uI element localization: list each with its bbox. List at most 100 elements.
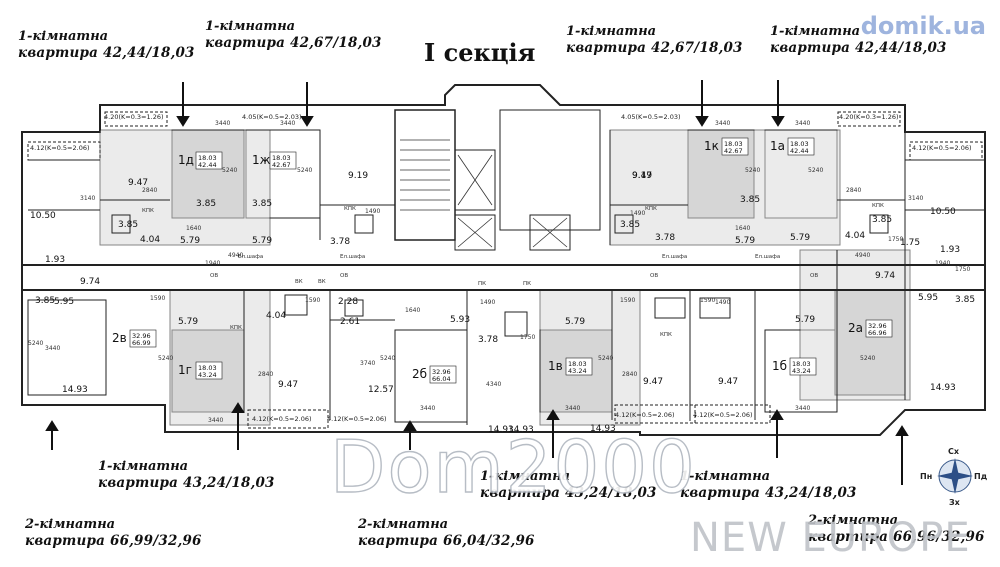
callout-area: квартира 42,67/18,03 xyxy=(205,35,382,51)
dimension-label: 3440 xyxy=(420,405,435,412)
room-area-value: 3.85 xyxy=(955,295,975,305)
apartment-code: 1г xyxy=(178,363,192,377)
dimension-label: 3140 xyxy=(908,195,923,202)
apartment-area-box xyxy=(269,151,297,170)
apartment-living-area: 18.03 xyxy=(792,360,811,368)
callout-type: 2-кімнатна xyxy=(808,513,899,528)
dimension-label: 5240 xyxy=(222,167,237,174)
fixture-label: ПК xyxy=(478,281,486,287)
dimension-label: 1590 xyxy=(700,297,715,304)
apartment-living-area: 18.03 xyxy=(790,140,809,148)
dimension-label: 1490 xyxy=(715,299,730,306)
room-area-value: 9.74 xyxy=(875,271,895,281)
compass-s: Зх xyxy=(949,498,961,507)
fixture-label: Ел.шафа xyxy=(340,254,365,260)
callout-arrow-head xyxy=(895,425,909,436)
room-area-value: 4.04 xyxy=(845,231,865,241)
fixture-label: ПК xyxy=(523,281,531,287)
apartment-living-area: 32.96 xyxy=(132,332,151,340)
room-area-value: 5.79 xyxy=(252,236,272,246)
fixture-label: Ел.шафа xyxy=(238,254,263,260)
room-area-value: 3.78 xyxy=(478,335,498,345)
dimension-label: 3440 xyxy=(795,120,810,127)
balcony-area-label: 4.12(K=0.5=2.06) xyxy=(693,411,753,419)
dimension-label: 5240 xyxy=(598,355,613,362)
dimension-label: 3140 xyxy=(80,195,95,202)
room-area-value: 9.47 xyxy=(718,377,738,387)
room-area-value: 9.74 xyxy=(80,277,100,287)
callout-area: квартира 42,67/18,03 xyxy=(566,40,743,56)
room-area-value: 1.75 xyxy=(900,238,920,248)
callout-type: 1-кімнатна xyxy=(18,29,109,44)
compass-w: Пн xyxy=(920,472,932,481)
brand-watermark: Dom2000 xyxy=(329,424,697,509)
site-watermark: domik.ua xyxy=(860,12,986,40)
apartment-total-area: 42.67 xyxy=(272,161,291,169)
fixture-label: Ел.шафа xyxy=(662,254,687,260)
room-area-value: 9.47 xyxy=(128,178,148,188)
elevator-3 xyxy=(529,214,571,251)
room-area-value: 4.04 xyxy=(140,235,160,245)
room-area-value: 14.93 xyxy=(590,424,616,434)
dimension-label: 3440 xyxy=(795,405,810,412)
fixture-label: КПК xyxy=(344,206,356,212)
room-area-value: 9.19 xyxy=(348,171,368,181)
apartment-total-area: 43.24 xyxy=(568,367,587,375)
dimension-label: 4940 xyxy=(855,252,870,259)
room-area-value: 3.78 xyxy=(655,233,675,243)
room-area-value: 12.57 xyxy=(368,385,394,395)
callout-arrow-head xyxy=(231,402,245,413)
dimension-label: 3740 xyxy=(360,360,375,367)
balcony-area-label: 4.12(K=0.5=2.06) xyxy=(912,144,972,152)
apartment-total-area: 66.96 xyxy=(868,329,887,337)
fixture-label: ВК xyxy=(318,279,326,285)
room-area-value: 2.61 xyxy=(340,317,360,327)
callout-arrow-head xyxy=(546,409,560,420)
balcony-mid-c xyxy=(689,404,771,424)
room-area-value: 2.28 xyxy=(338,297,358,307)
apartment-area-box xyxy=(195,361,223,380)
callout-type: 2-кімнатна xyxy=(25,517,116,532)
apartment-total-area: 43.24 xyxy=(792,367,811,375)
fixture-label: КПК xyxy=(142,208,154,214)
callout-arrow-head xyxy=(403,420,417,431)
room-area-value: 14.93 xyxy=(508,425,534,435)
apartment-code: 1в xyxy=(548,359,563,373)
room-area-value: 5.79 xyxy=(178,317,198,327)
agency-watermark: NEW EUROPE xyxy=(690,515,971,561)
balcony-mid-a xyxy=(247,409,329,429)
callout-arrow-head xyxy=(45,420,59,431)
apartment-total-area: 66.04 xyxy=(432,375,451,383)
dimension-label: 3440 xyxy=(565,405,580,412)
apartment-area-box xyxy=(565,357,593,376)
dimension-label: 1490 xyxy=(480,299,495,306)
fixture-label: ОВ xyxy=(340,273,348,279)
balcony-area-label: 4.05(K=0.5=2.03) xyxy=(242,113,302,121)
balcony-area-label: 4.12(K=0.5=2.06) xyxy=(252,415,312,423)
balcony-top-l xyxy=(104,111,168,127)
dimension-label: 2840 xyxy=(258,371,273,378)
callout-type: 1-кімнатна xyxy=(205,19,296,34)
dimension-label: 4340 xyxy=(486,381,501,388)
callout-area: квартира 66,04/32,96 xyxy=(358,533,535,549)
balcony-area-label: 4.12(K=0.5=2.06) xyxy=(30,144,90,152)
section-title: І секція xyxy=(424,38,536,67)
callout-type: 1-кімнатна xyxy=(566,24,657,39)
room-area-value: 9.19 xyxy=(632,171,652,181)
elevator-1 xyxy=(454,149,496,211)
apartment-code: 2б xyxy=(412,367,427,381)
room-area-value: 10.50 xyxy=(30,211,56,221)
callout-type: 1-кімнатна xyxy=(680,469,771,484)
apartment-living-area: 18.03 xyxy=(568,360,587,368)
apartment-area-box xyxy=(865,319,893,338)
apartment-code: 1б xyxy=(772,359,787,373)
dimension-label: 4940 xyxy=(228,252,243,259)
stairwell xyxy=(394,109,456,241)
dimension-label: 2840 xyxy=(622,371,637,378)
